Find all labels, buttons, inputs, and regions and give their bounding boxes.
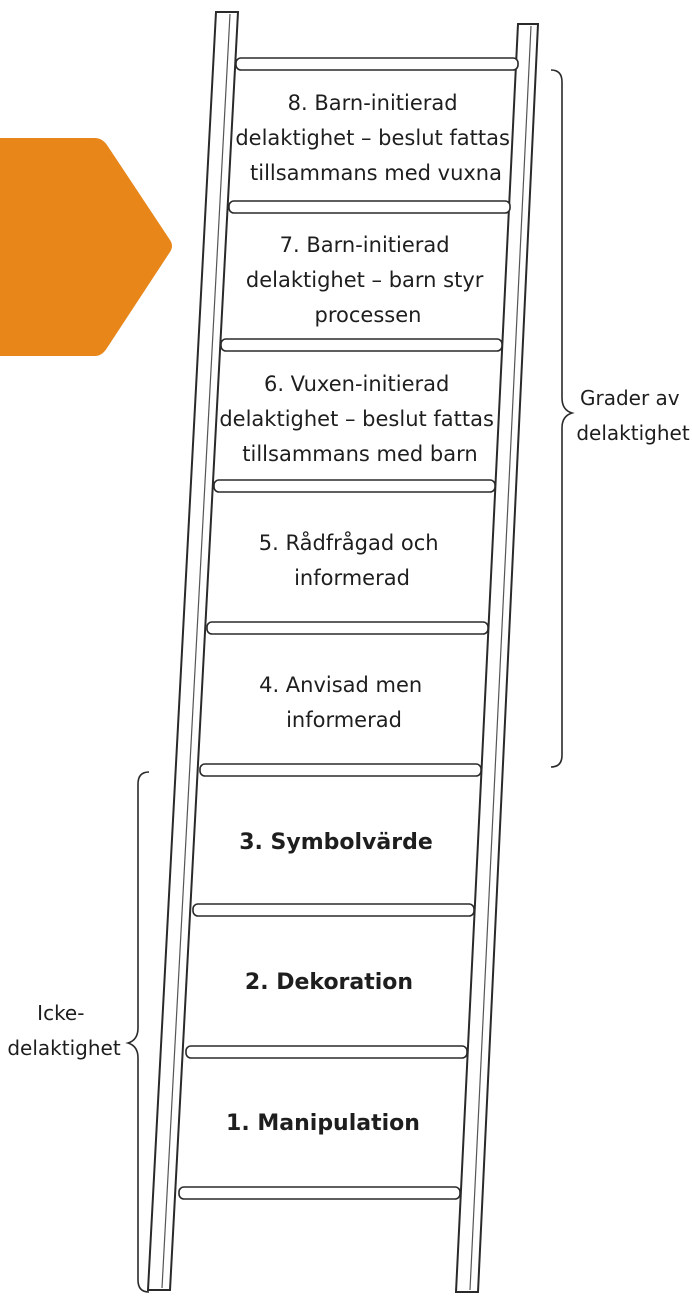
rung-label-5: 5. Rådfrågad och informerad — [259, 530, 446, 590]
rung-bar — [213, 479, 496, 493]
orange-arrow-shape — [0, 138, 172, 356]
rung-bar — [228, 200, 511, 214]
rung-label-8: 8. Barn-initierad delaktighet – beslut f… — [235, 91, 516, 185]
rung-label-2: 2. Dekoration — [245, 970, 413, 995]
rung-label-1: 1. Manipulation — [226, 1111, 420, 1136]
ladder-rungs — [178, 57, 519, 1200]
rung-bar — [206, 621, 489, 635]
rung-bar — [178, 1186, 461, 1200]
group-label-non-participation: Icke- delaktighet — [7, 1001, 120, 1060]
ladder-left-rail — [146, 11, 240, 1291]
rung-bar — [199, 763, 482, 777]
rung-label-7: 7. Barn-initierad delaktighet – barn sty… — [246, 233, 490, 327]
rung-bar — [192, 903, 475, 917]
rung-label-4: 4. Anvisad men informerad — [259, 673, 429, 732]
rung-bar — [220, 338, 503, 352]
brace-participation — [550, 69, 575, 768]
group-label-participation: Grader av delaktighet — [576, 386, 689, 445]
rung-bar — [235, 57, 519, 71]
brace-non-participation — [125, 771, 150, 1293]
rung-label-3: 3. Symbolvärde — [239, 830, 433, 855]
rung-bar — [185, 1045, 468, 1059]
rung-label-6: 6. Vuxen-initierad delaktighet – beslut … — [219, 372, 500, 466]
ladder-right-rail — [454, 23, 540, 1293]
